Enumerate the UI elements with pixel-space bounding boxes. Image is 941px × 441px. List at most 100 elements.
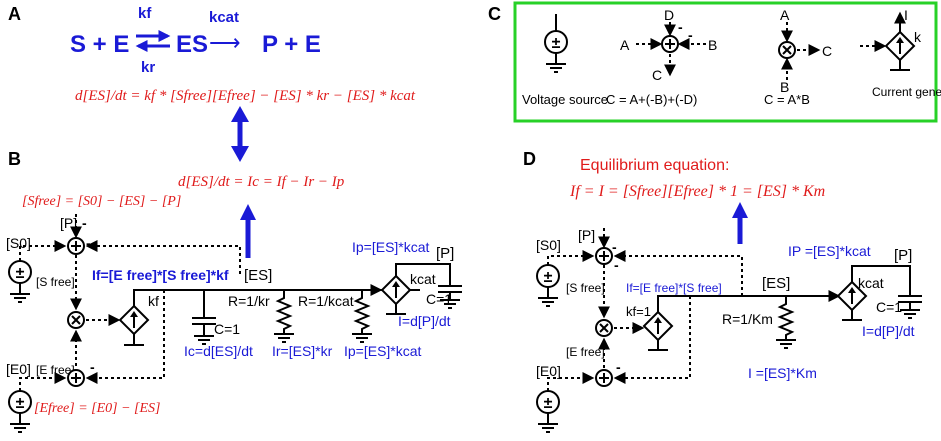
es-feedback-to-e — [85, 290, 165, 384]
legend-sum-node — [661, 35, 679, 53]
legend-minus-b: - — [688, 27, 693, 43]
e0-voltage-source — [8, 390, 32, 433]
s0-wire — [19, 240, 67, 261]
legend-box — [513, 1, 938, 123]
rate-kr-label: kr — [141, 59, 155, 76]
reaction-complex: ES — [176, 31, 208, 58]
legend-current-label: Current generator — [872, 85, 941, 99]
legend-mult-a: A — [780, 7, 790, 23]
legend-sum-c: C — [652, 67, 662, 83]
legend-sum-d: D — [664, 7, 674, 23]
kr-resistor — [277, 293, 291, 335]
panel-b: [Sfree] = [S0] − [ES] − [P] [P] [S0] - -… — [6, 194, 463, 433]
d-km-ground — [775, 339, 797, 349]
e0-wire — [19, 372, 67, 391]
es-ode-equation: d[ES]/dt = kf * [Sfree][Efree] − [ES] * … — [75, 88, 416, 104]
equilibrium-title: Equilibrium equation: — [580, 157, 729, 174]
s0-label: [S0] — [6, 235, 31, 251]
d-kcat-gain-label: kcat — [858, 275, 884, 291]
d-efree-sum-node — [595, 369, 613, 387]
c1-label: C=1 — [214, 321, 240, 337]
d-s0-label: [S0] — [536, 237, 561, 253]
d-s0-voltage-source — [536, 264, 560, 307]
p-node-label: [P] — [436, 245, 454, 262]
panel-label-b: B — [8, 149, 21, 169]
legend-mult-b: B — [780, 79, 789, 95]
d-sfree-sum-node — [595, 247, 613, 265]
if-equation: If=[E free]*[S free]*kf — [92, 267, 229, 283]
es-bus-wire — [133, 289, 420, 306]
d-minus-p: - — [612, 239, 617, 255]
legend-mult-c: C — [822, 43, 832, 59]
rate-kcat-label: kcat — [209, 9, 239, 26]
double-arrow-head-up — [231, 106, 249, 122]
ir-equation: Ir=[ES]*kr — [272, 343, 333, 359]
double-arrow-head-down — [231, 146, 249, 162]
d-e0-voltage-source — [536, 390, 560, 433]
panel-d: Equilibrium equation: If = I = [Sfree][E… — [536, 157, 923, 433]
d-multiplier-node — [595, 319, 613, 337]
legend-mult-equation: C = A*B — [764, 92, 810, 107]
if-current-generator — [119, 305, 149, 335]
panel-label-a: A — [8, 4, 21, 24]
d-c1-label: C=1 — [876, 299, 902, 315]
d-efree-label: [E free] — [566, 345, 605, 359]
legend-current-k: k — [914, 29, 922, 45]
catalytic-arrow: ⟶ — [209, 30, 241, 55]
d-minus-es: - — [614, 257, 619, 273]
p-input-label: [P] — [60, 215, 77, 231]
d-e0-label: [E0] — [536, 363, 561, 379]
d-kf1-label: kf=1 — [626, 304, 651, 319]
efree-sum-node — [67, 369, 85, 387]
sfree-sum-node — [67, 237, 85, 255]
s0-voltage-source — [8, 260, 32, 303]
d-es-node-label: [ES] — [762, 275, 790, 292]
cgen-ground — [124, 334, 144, 346]
minus-sign-es: - — [86, 235, 91, 251]
efree-equation: [Efree] = [E0] − [ES] — [34, 401, 161, 416]
legend-sum-equation: C = A+(-B)+(-D) — [606, 92, 697, 107]
legend-voltage-label: Voltage source — [522, 92, 608, 107]
d-minus-e: - — [616, 359, 621, 375]
up-arrow-b-head — [240, 204, 256, 220]
sfree-label: [S free] — [36, 275, 75, 289]
reaction-reactants: S + E — [70, 31, 129, 58]
kcat-gain-label: kcat — [410, 271, 436, 287]
r-kcat-label: R=1/kcat — [298, 293, 354, 309]
current-equation: d[ES]/dt = Ic = If − Ir − Ip — [178, 174, 345, 190]
legend-mult-node — [778, 41, 796, 59]
panel-label-d: D — [523, 149, 536, 169]
equilibrium-equation: If = I = [Sfree][Efree] * 1 = [ES] * Km — [569, 183, 825, 200]
r-kr-label: R=1/kr — [228, 293, 270, 309]
p-bus-wire — [395, 263, 451, 286]
minus-sign-p: - — [82, 215, 87, 231]
d-sfree-label: [S free] — [566, 281, 605, 295]
es-capacitor — [191, 317, 217, 325]
rate-kf-label: kf — [138, 5, 152, 22]
middle-link: d[ES]/dt = Ic = If − Ir − Ip — [178, 106, 345, 258]
d-if-equation: If=[E free]*[S free] — [626, 281, 722, 295]
reaction-products: P + E — [262, 31, 321, 58]
d-ip-top-equation: IP =[ES]*kcat — [788, 243, 871, 259]
d-idp-equation: I=d[P]/dt — [862, 323, 915, 339]
legend-minus-d: - — [678, 19, 683, 35]
legend-sum-a: A — [620, 37, 630, 53]
ip-equation: Ip=[ES]*kcat — [344, 343, 422, 359]
ic-equation: Ic=d[ES]/dt — [184, 343, 253, 359]
legend-current-generator — [885, 31, 915, 61]
panel-c: Voltage source A B D C - - C = A+(-B)+(-… — [513, 1, 941, 123]
p-c1-label: C=1 — [426, 291, 452, 307]
sfree-equation: [Sfree] = [S0] − [ES] − [P] — [22, 194, 181, 209]
ip-top-equation: Ip=[ES]*kcat — [352, 239, 430, 255]
legend-sum-b: B — [708, 37, 717, 53]
d-ikm-equation: I =[ES]*Km — [748, 365, 817, 381]
multiplier-node — [67, 311, 85, 329]
panel-a: S + E kf kr ES kcat ⟶ P + E d[ES]/dt = k… — [70, 5, 416, 104]
e0-label: [E0] — [6, 361, 31, 377]
kcat-resistor — [355, 293, 369, 335]
es-node-label: [ES] — [244, 267, 272, 284]
kr-ground — [273, 333, 295, 343]
kf-gain-label: kf — [148, 293, 159, 309]
d-p-cap-ground — [899, 309, 921, 319]
